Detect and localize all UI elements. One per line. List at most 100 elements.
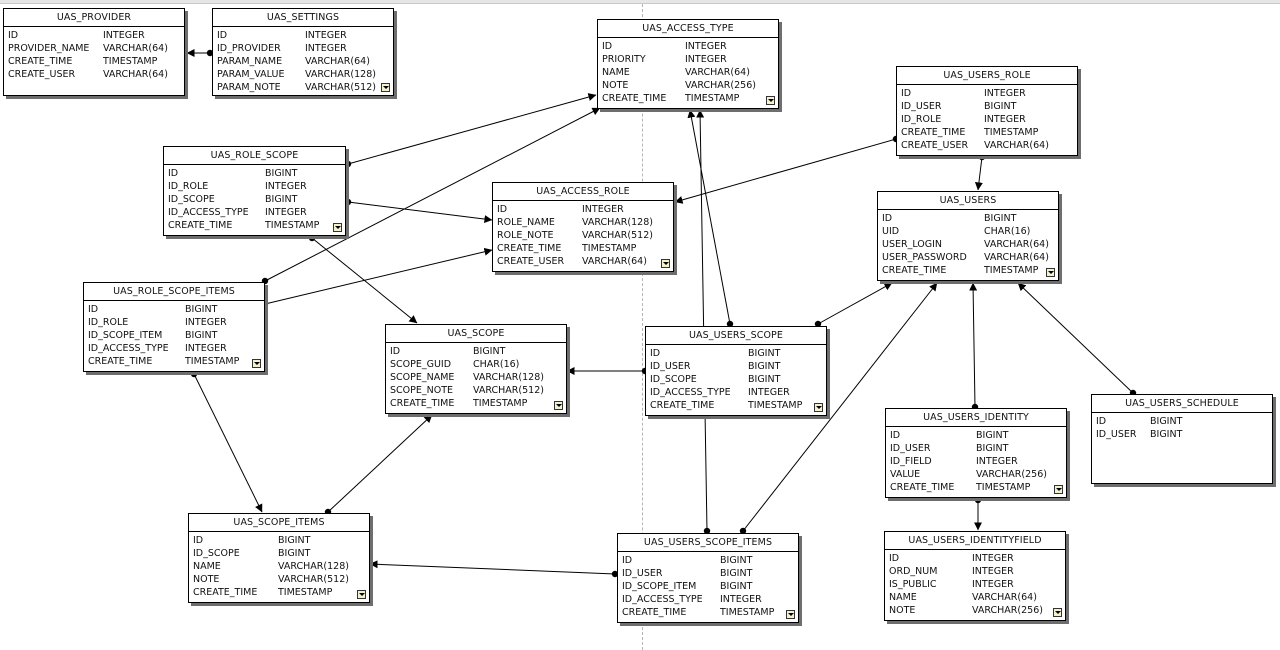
- relationship-uas_users_role-to-uas_access_role[interactable]: [674, 138, 897, 204]
- relationship-uas_role_scope-to-uas_access_type[interactable]: [347, 93, 597, 165]
- expand-icon[interactable]: [1053, 608, 1062, 617]
- entity-title: UAS_USERS_ROLE: [897, 67, 1077, 85]
- relationship-uas_role_scope_items-to-uas_scope_items[interactable]: [193, 373, 263, 513]
- expand-icon[interactable]: [333, 223, 342, 232]
- field-name: ID_SCOPE: [650, 374, 697, 385]
- expand-icon[interactable]: [661, 259, 670, 268]
- relationship-origin-dot: [739, 527, 747, 535]
- field-name: PARAM_NOTE: [217, 82, 281, 93]
- expand-icon[interactable]: [786, 610, 795, 619]
- expand-icon[interactable]: [357, 590, 366, 599]
- relationship-uas_role_scope_items-to-uas_access_type[interactable]: [264, 107, 601, 282]
- field-type: TIMESTAMP: [278, 587, 333, 598]
- field-name: ID_FIELD: [890, 456, 932, 467]
- entity-title: UAS_SCOPE: [386, 325, 566, 343]
- expand-icon[interactable]: [1054, 485, 1063, 494]
- relationship-uas_users_scope-to-uas_users[interactable]: [817, 282, 893, 325]
- relationship-uas_scope_items-to-uas_scope[interactable]: [327, 414, 433, 513]
- expand-icon[interactable]: [554, 401, 563, 410]
- field-name: PARAM_VALUE: [217, 69, 285, 80]
- expand-icon[interactable]: [1046, 268, 1055, 277]
- field-type: VARCHAR(64): [984, 252, 1049, 263]
- field-name: ID: [889, 553, 900, 564]
- field-type: VARCHAR(256): [976, 469, 1047, 480]
- field-name: ID_USER: [1096, 429, 1137, 440]
- relationship-uas_users_scope_items-to-uas_users[interactable]: [742, 282, 938, 532]
- entity-title: UAS_SCOPE_ITEMS: [189, 514, 369, 532]
- relationship-origin-dot: [611, 570, 619, 578]
- field-name: ID_ROLE: [168, 181, 209, 192]
- field-name: ID: [901, 88, 912, 99]
- field-name: ID: [497, 204, 508, 215]
- field-type: INTEGER: [305, 30, 347, 41]
- relationship-uas_role_scope-to-uas_access_role[interactable]: [347, 201, 493, 224]
- field-type: INTEGER: [685, 54, 727, 65]
- relationship-uas_users_scope-to-uas_access_type[interactable]: [687, 109, 731, 325]
- field-type: CHAR(16): [984, 226, 1031, 237]
- expand-icon[interactable]: [814, 403, 823, 412]
- field-type: VARCHAR(512): [473, 385, 544, 396]
- field-name: ID: [622, 555, 633, 566]
- field-type: BIGINT: [720, 581, 753, 592]
- relationship-origin-dot: [814, 320, 822, 328]
- relationship-uas_role_scope_items-to-uas_access_role[interactable]: [264, 247, 493, 305]
- expand-icon[interactable]: [766, 96, 775, 105]
- relationship-uas_users_identity-to-uas_users[interactable]: [969, 282, 978, 408]
- relationship-origin-dot: [344, 198, 352, 206]
- field-name: UID: [882, 226, 900, 237]
- field-type: BIGINT: [976, 430, 1009, 441]
- field-name: ROLE_NOTE: [497, 230, 554, 241]
- field-type: BIGINT: [720, 568, 753, 579]
- expand-icon[interactable]: [252, 359, 261, 368]
- entity-title: UAS_PROVIDER: [4, 9, 184, 27]
- field-name: CREATE_TIME: [497, 243, 562, 254]
- relationship-uas_users_scope_items-to-uas_access_type[interactable]: [696, 109, 708, 532]
- expand-icon[interactable]: [381, 83, 390, 92]
- field-type: INTEGER: [972, 553, 1014, 564]
- field-type: INTEGER: [720, 594, 762, 605]
- entity-title: UAS_ROLE_SCOPE: [164, 147, 345, 165]
- field-type: VARCHAR(512): [582, 230, 653, 241]
- field-type: BIGINT: [185, 304, 218, 315]
- relationship-uas_users_scope_items-to-uas_scope_items[interactable]: [369, 560, 616, 575]
- field-name: CREATE_TIME: [622, 607, 687, 618]
- field-type: VARCHAR(64): [984, 140, 1049, 151]
- relationship-uas_users_role-to-uas_users[interactable]: [974, 156, 983, 191]
- relationship-uas_users_schedule-to-uas_users[interactable]: [1017, 282, 1134, 394]
- field-name: ID_ACCESS_TYPE: [650, 387, 731, 398]
